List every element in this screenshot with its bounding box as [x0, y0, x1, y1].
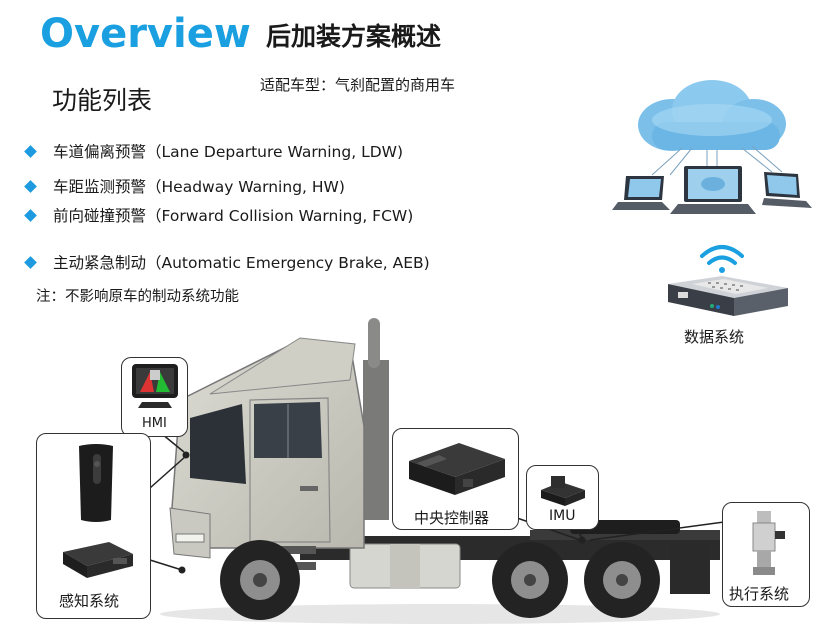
- laptop-icon: [670, 166, 756, 214]
- title-overview: Overview: [40, 11, 251, 57]
- feature-item-ldw: 车道偏离预警（Lane Departure Warning, LDW): [24, 140, 404, 162]
- imu-label: IMU: [549, 508, 576, 524]
- radar-icon: [63, 542, 133, 578]
- sensing-system-card: 感知系统: [36, 433, 151, 619]
- wifi-icon: [700, 245, 744, 273]
- feature-list-heading: 功能列表: [52, 86, 153, 115]
- hmi-device-icon: [132, 364, 178, 408]
- imu-icon: [541, 476, 585, 506]
- title-chinese: 后加装方案概述: [266, 22, 442, 51]
- central-controller-card: 中央控制器: [392, 428, 519, 530]
- camera-icon: [79, 444, 113, 522]
- data-system-illustration: [668, 245, 788, 316]
- feature-item-label: 前向碰撞预警（Forward Collision Warning, FCW): [53, 207, 414, 225]
- feature-item-label: 车距监测预警（Headway Warning, HW): [53, 178, 345, 196]
- laptop-icon: [612, 176, 670, 210]
- hmi-label: HMI: [142, 416, 167, 431]
- actuation-system-card: 执行系统: [722, 502, 810, 607]
- actuation-system-label: 执行系统: [729, 583, 790, 604]
- data-system-label: 数据系统: [684, 326, 745, 347]
- imu-card: IMU: [526, 465, 599, 530]
- feature-item-label: 主动紧急制动（Automatic Emergency Brake, AEB): [53, 254, 430, 272]
- feature-item-label: 车道偏离预警（Lane Departure Warning, LDW): [53, 143, 404, 161]
- central-controller-label: 中央控制器: [414, 507, 490, 528]
- note-text: 注：不影响原车的制动系统功能: [36, 289, 239, 305]
- feature-item-fcw: 前向碰撞预警（Forward Collision Warning, FCW): [24, 204, 414, 226]
- truck-icon: [160, 318, 720, 624]
- valve-icon: [752, 511, 785, 575]
- cloud-icon: [638, 80, 786, 151]
- laptop-icon: [762, 172, 812, 208]
- feature-item-aeb: 主动紧急制动（Automatic Emergency Brake, AEB): [24, 251, 430, 273]
- sensing-system-label: 感知系统: [59, 590, 120, 611]
- feature-item-hw: 车距监测预警（Headway Warning, HW): [24, 175, 345, 197]
- data-box-icon: [668, 276, 788, 316]
- cloud-network-illustration: [612, 80, 812, 214]
- vehicle-type-subtitle: 适配车型：气刹配置的商用车: [260, 76, 456, 94]
- hmi-card: HMI: [121, 357, 188, 437]
- controller-icon: [409, 443, 505, 495]
